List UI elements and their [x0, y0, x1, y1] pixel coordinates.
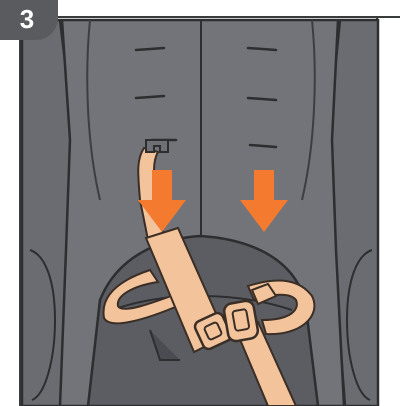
step-number: 3 — [20, 6, 34, 32]
step-badge: 3 — [0, 0, 58, 40]
